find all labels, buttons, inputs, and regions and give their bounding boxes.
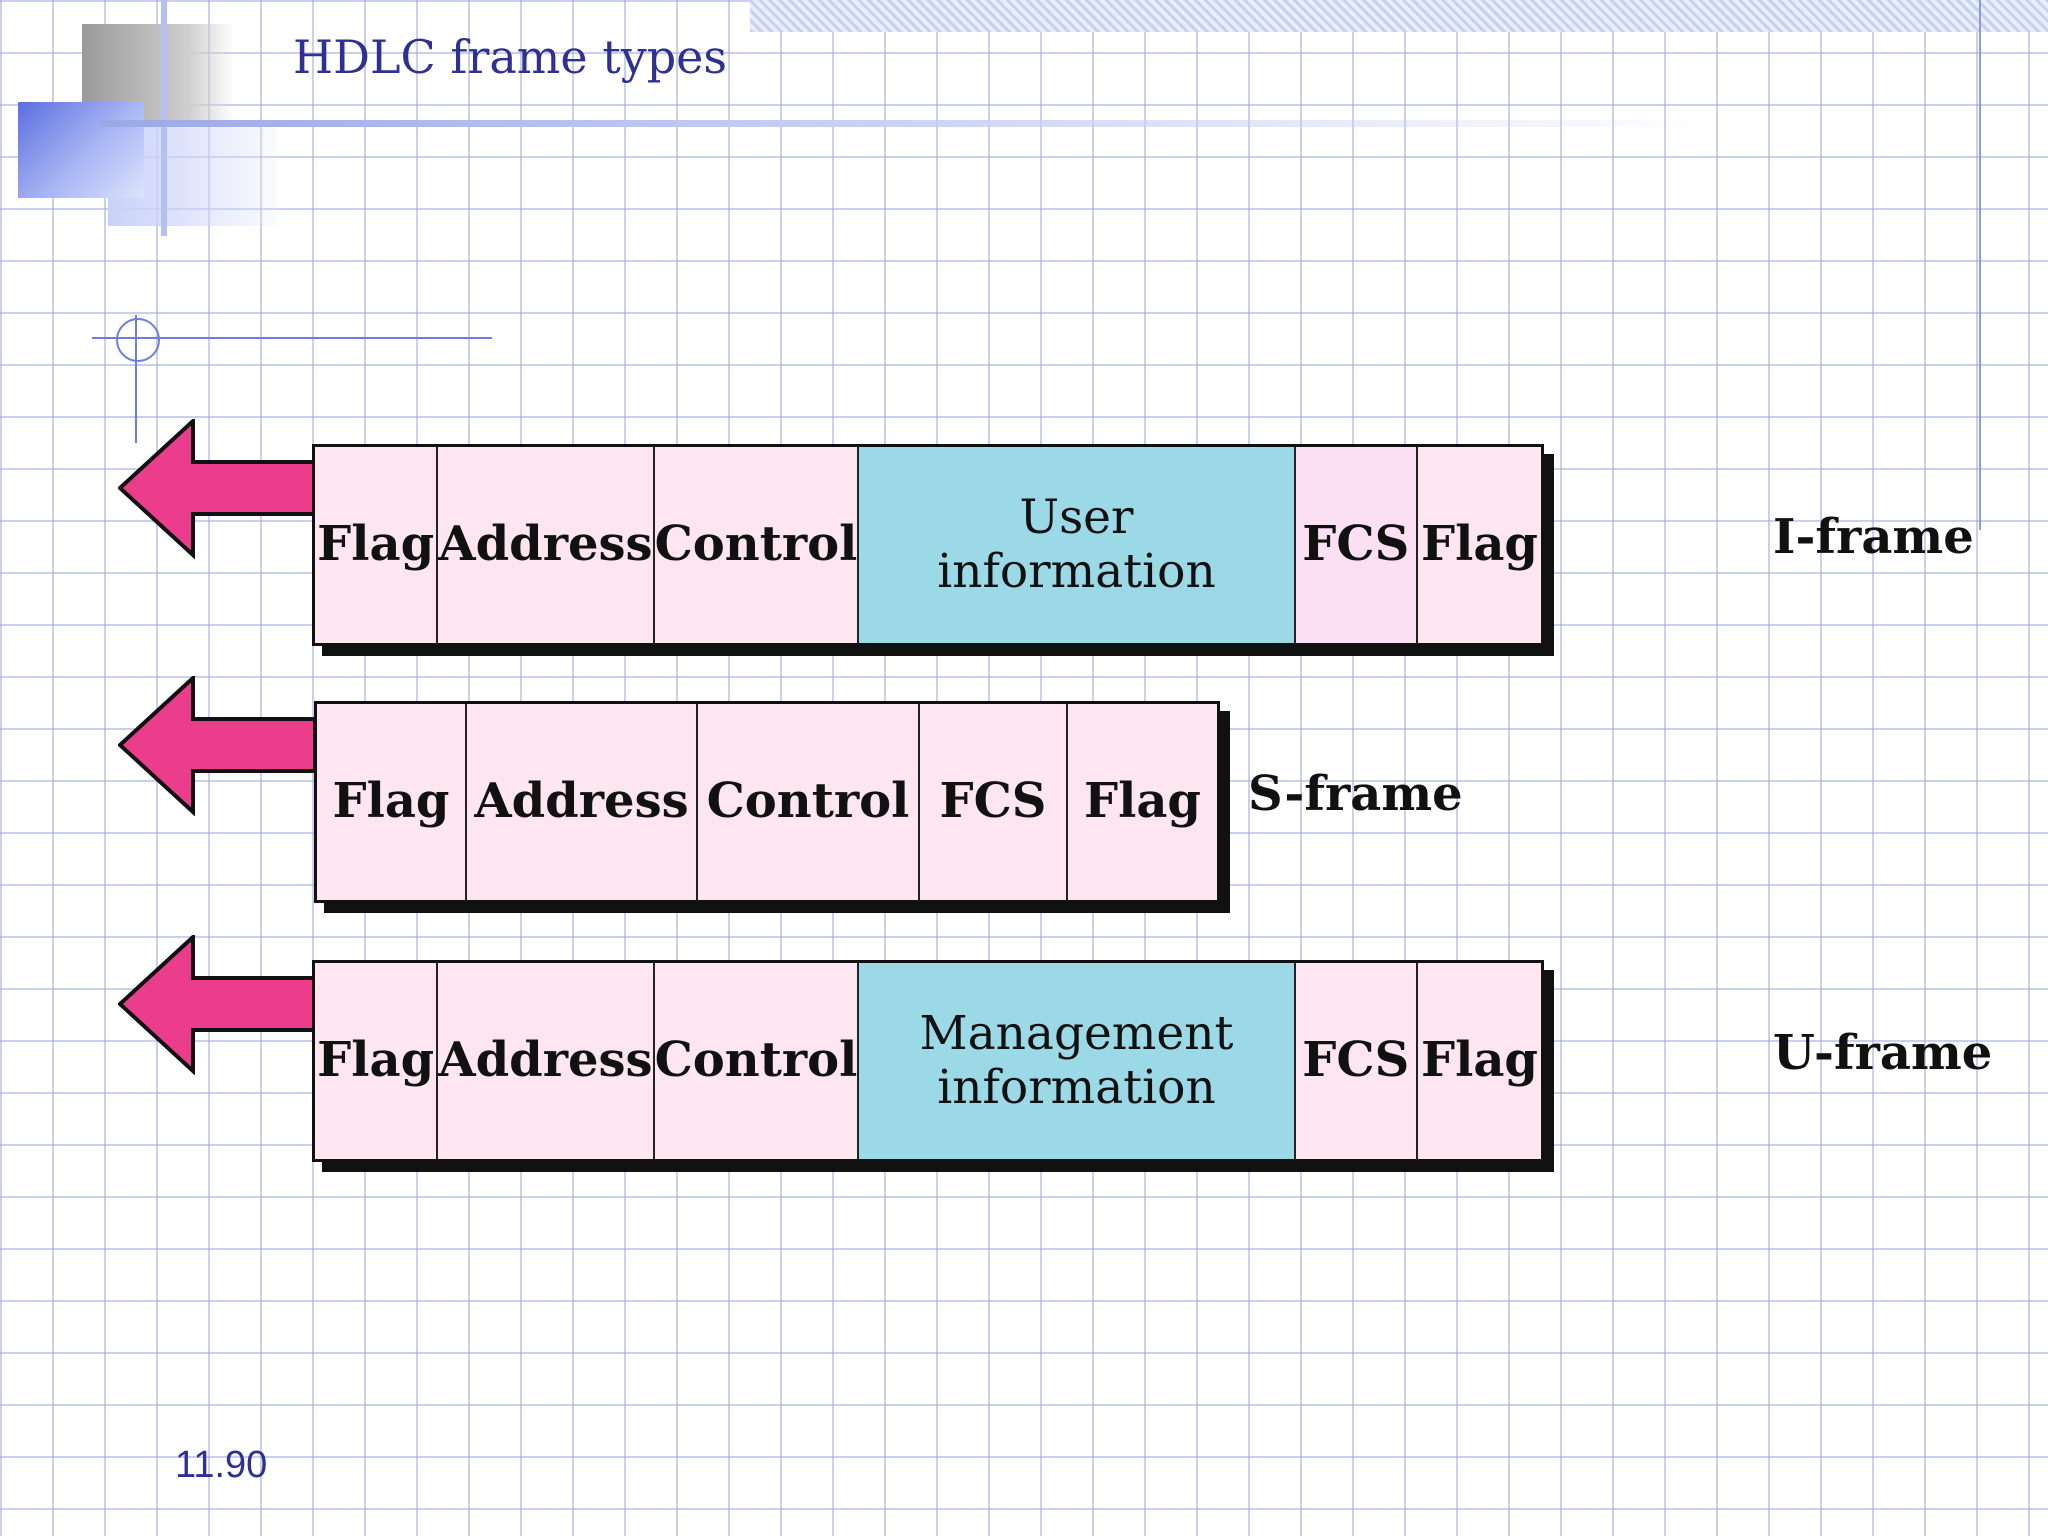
field-flag: Flag — [315, 963, 439, 1159]
left-arrow-icon — [118, 419, 317, 559]
i-frame-box: Flag Address Control User information FC… — [312, 444, 1544, 646]
field-address: Address — [467, 704, 698, 900]
field-control: Control — [654, 447, 860, 643]
frame-type-label: U-frame — [1773, 1025, 1993, 1081]
field-address: Address — [438, 963, 655, 1159]
slide-number: 11.90 — [175, 1444, 268, 1486]
field-flag: Flag — [317, 704, 467, 900]
s-frame-row: Flag Address Control FCS Flag S-frame — [118, 676, 2018, 903]
u-frame-box: Flag Address Control Management informat… — [312, 960, 1544, 1162]
field-flag: Flag — [1418, 447, 1541, 643]
bullet-crosshair-circle — [116, 318, 160, 362]
i-frame-row: Flag Address Control User information FC… — [118, 419, 2018, 646]
decorative-right-line — [1979, 0, 1981, 530]
frame-type-label: I-frame — [1773, 509, 1974, 565]
bullet-crosshair-vline — [135, 315, 137, 443]
field-control: Control — [698, 704, 920, 900]
frame-type-label: S-frame — [1248, 766, 1463, 822]
field-flag: Flag — [1068, 704, 1217, 900]
bullet-crosshair-hline — [92, 337, 492, 339]
field-control: Control — [654, 963, 860, 1159]
page-title: HDLC frame types — [293, 30, 728, 84]
field-user-information: User information — [859, 447, 1296, 643]
u-frame-row: Flag Address Control Management informat… — [118, 935, 2018, 1162]
field-flag: Flag — [315, 447, 439, 643]
field-address: Address — [438, 447, 655, 643]
field-flag: Flag — [1418, 963, 1541, 1159]
field-fcs: FCS — [1295, 963, 1419, 1159]
decorative-vertical-line — [161, 0, 167, 236]
field-fcs: FCS — [1295, 447, 1419, 643]
field-management-information: Management information — [859, 963, 1296, 1159]
left-arrow-icon — [118, 935, 317, 1075]
decorative-blue-square — [18, 102, 144, 198]
field-fcs: FCS — [920, 704, 1068, 900]
title-underline — [100, 120, 1720, 127]
decorative-top-band — [750, 0, 2048, 32]
left-arrow-icon — [118, 676, 317, 816]
s-frame-box: Flag Address Control FCS Flag — [314, 701, 1220, 903]
